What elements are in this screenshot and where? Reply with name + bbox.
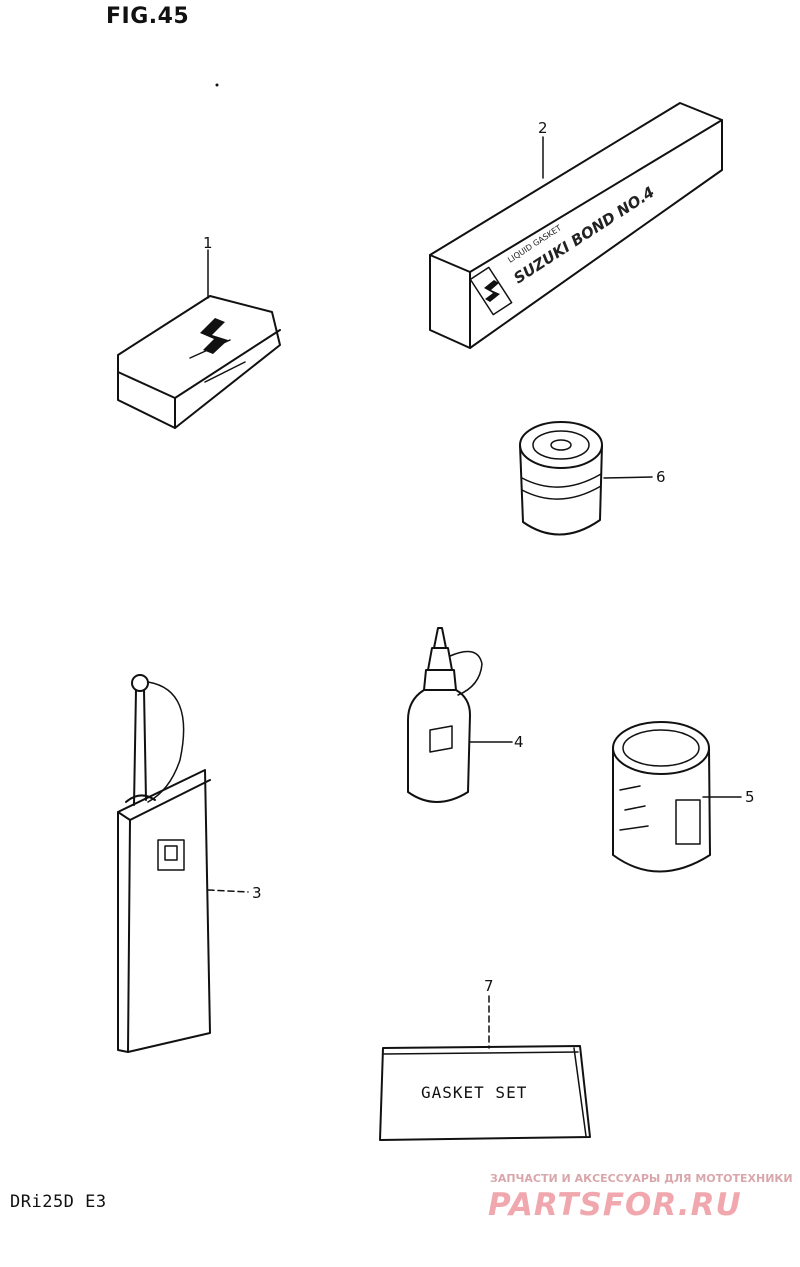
- callout-2: 2: [538, 119, 548, 137]
- callout-1: 1: [203, 234, 213, 252]
- watermark-tagline: ЗАПЧАСТИ И АКСЕССУАРЫ ДЛЯ МОТОТЕХНИКИ: [490, 1172, 793, 1185]
- part-6-small-tin[interactable]: [519, 421, 603, 536]
- callout-6: 6: [656, 468, 666, 486]
- suzuki-logo-icon: [484, 280, 500, 302]
- callout-5: 5: [745, 788, 755, 806]
- part-1-tube-box[interactable]: [117, 295, 281, 429]
- speck-mark: [215, 83, 219, 87]
- part-3-oil-can[interactable]: [117, 674, 211, 1053]
- model-code: DRi25D E3: [10, 1192, 107, 1212]
- part-4-squeeze-bottle[interactable]: [407, 627, 483, 803]
- figure-title: FIG.45: [106, 4, 190, 29]
- callout-4: 4: [514, 733, 524, 751]
- callout-3: 3: [252, 884, 262, 902]
- watermark-brand: PARTSFOR.RU: [488, 1187, 742, 1223]
- gasket-set-label: GASKET SET: [421, 1083, 527, 1102]
- suzuki-logo-icon: [200, 318, 228, 354]
- callout-7: 7: [484, 977, 494, 995]
- part-7-gasket-set[interactable]: [379, 1045, 591, 1141]
- part-2-bond-box[interactable]: [429, 102, 723, 349]
- part-5-large-tin[interactable]: [612, 721, 711, 873]
